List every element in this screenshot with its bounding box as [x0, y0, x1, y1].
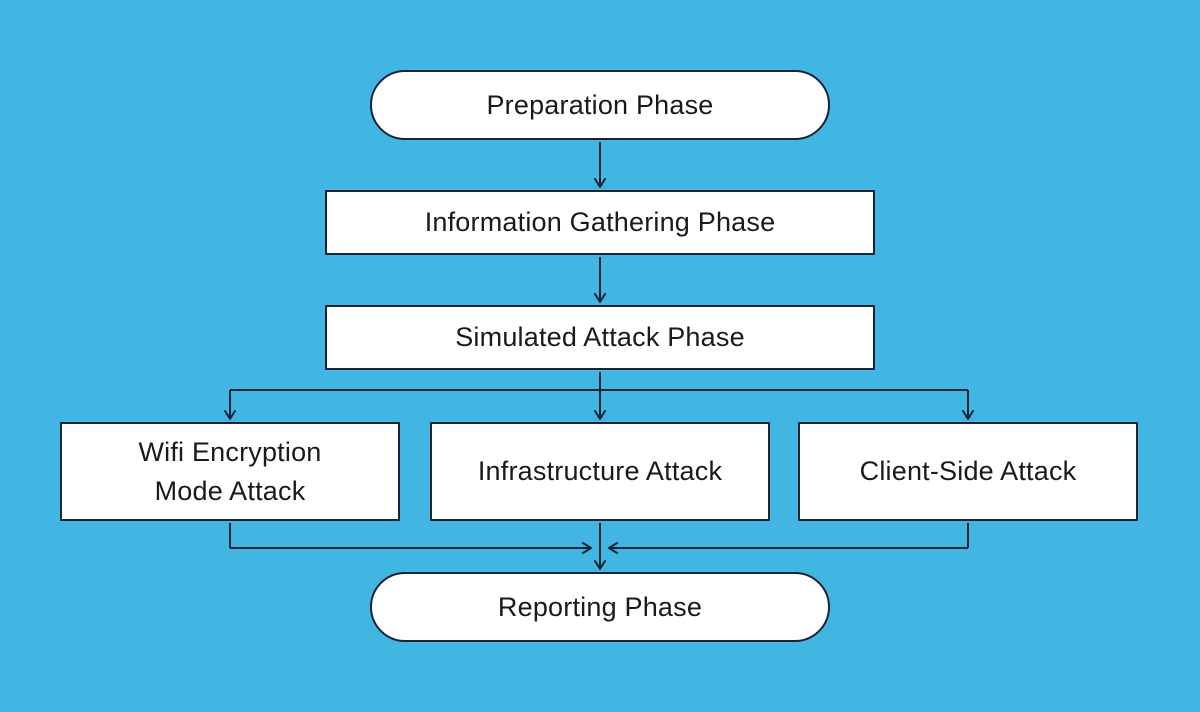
- node-preparation-phase: Preparation Phase: [370, 70, 830, 140]
- node-simulated-attack-phase: Simulated Attack Phase: [325, 305, 875, 370]
- node-reporting-phase: Reporting Phase: [370, 572, 830, 642]
- wifi-label-line-1: Wifi Encryption: [138, 437, 322, 468]
- node-client-side-attack-label: Client-Side Attack: [859, 456, 1077, 487]
- node-wifi-encryption-mode-attack-label: Wifi Encryption Mode Attack: [138, 433, 321, 510]
- node-wifi-encryption-mode-attack: Wifi Encryption Mode Attack: [60, 422, 400, 521]
- node-information-gathering-phase-label: Information Gathering Phase: [424, 207, 776, 238]
- node-information-gathering-phase: Information Gathering Phase: [325, 190, 875, 255]
- wifi-label-line-2: Mode Attack: [154, 475, 306, 506]
- node-client-side-attack: Client-Side Attack: [798, 422, 1138, 521]
- node-preparation-phase-label: Preparation Phase: [486, 89, 714, 120]
- node-simulated-attack-phase-label: Simulated Attack Phase: [455, 322, 745, 353]
- node-infrastructure-attack: Infrastructure Attack: [430, 422, 770, 521]
- node-reporting-phase-label: Reporting Phase: [497, 591, 703, 622]
- node-infrastructure-attack-label: Infrastructure Attack: [477, 456, 723, 487]
